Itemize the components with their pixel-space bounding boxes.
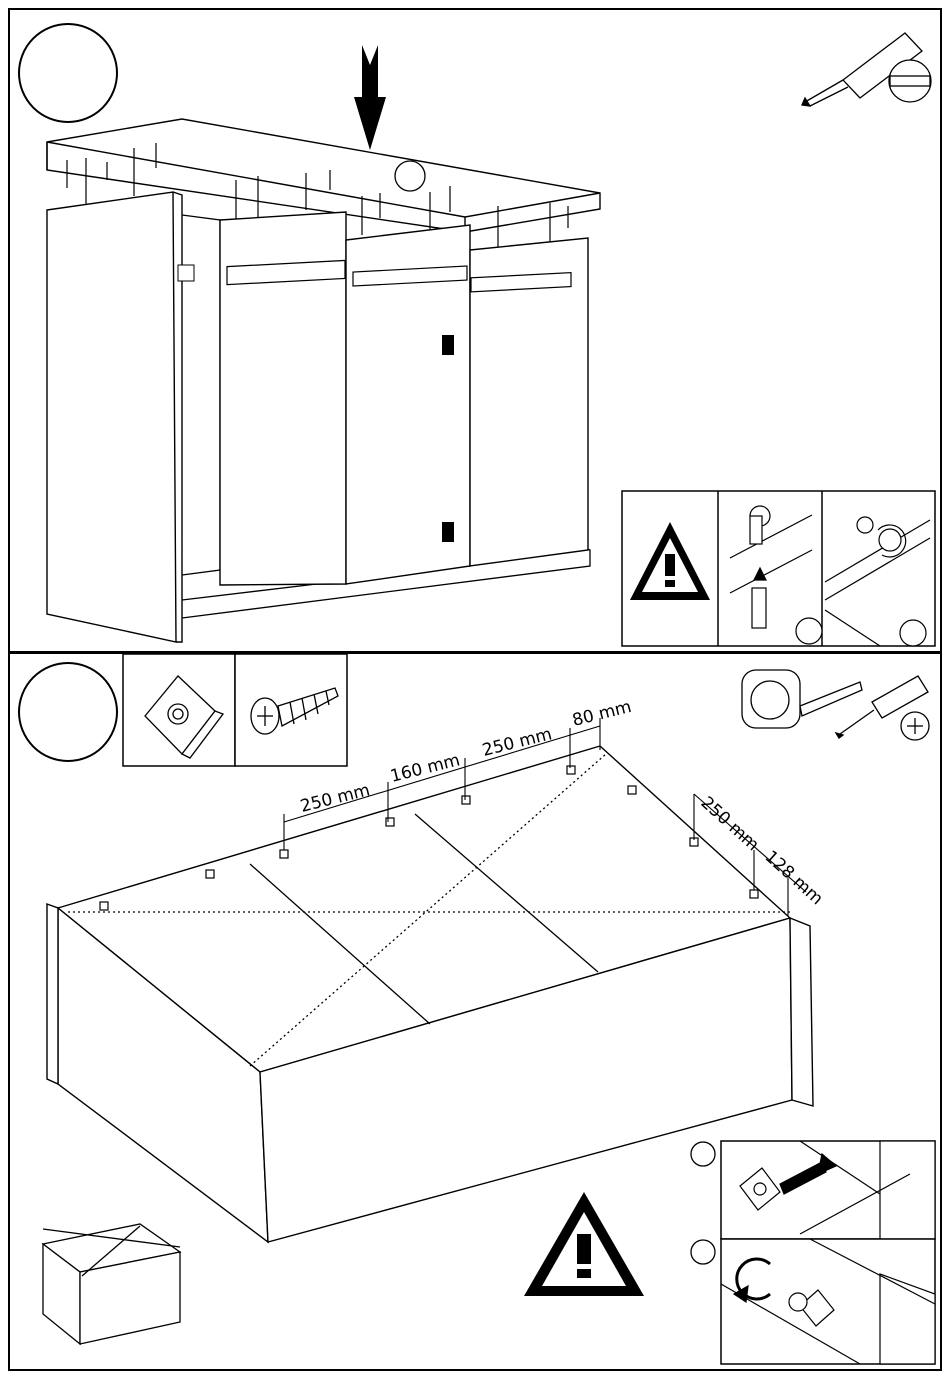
screw-detail-box	[691, 1239, 935, 1364]
detail-circle-1	[691, 1142, 715, 1166]
warning-triangle-icon	[524, 1192, 644, 1296]
diagonal-check-box	[43, 1224, 180, 1344]
step-panel-bottom: 250 mm 160 mm 250 mm 80 mm 250 mm 128 mm	[8, 652, 942, 1371]
step-number-circle	[19, 663, 117, 761]
bottom-step-illustration: 250 mm 160 mm 250 mm 80 mm 250 mm 128 mm	[10, 654, 944, 1373]
detail-callout-circle	[395, 161, 425, 191]
flathead-screwdriver-icon	[802, 33, 931, 106]
step-panel-top	[8, 8, 942, 653]
left-side-panel	[47, 192, 182, 642]
measure-80: 80 mm	[570, 697, 633, 731]
measure-250-a: 250 mm	[298, 780, 372, 817]
tape-measure-icon	[742, 670, 862, 728]
measure-250-b: 250 mm	[480, 724, 554, 761]
detail-circle-2	[691, 1240, 715, 1264]
step-number-circle	[19, 24, 117, 122]
cabinet-carcass	[47, 746, 813, 1242]
bracket-detail-box	[691, 1141, 935, 1239]
parts-box-screw	[235, 654, 347, 766]
warning-detail-box	[622, 491, 935, 646]
detail-circle-a	[796, 618, 822, 644]
detail-circle-b	[900, 620, 926, 646]
measure-160: 160 mm	[388, 750, 462, 787]
top-step-illustration	[10, 10, 944, 655]
parts-box-bracket	[123, 654, 235, 766]
down-arrow-icon	[354, 45, 386, 150]
